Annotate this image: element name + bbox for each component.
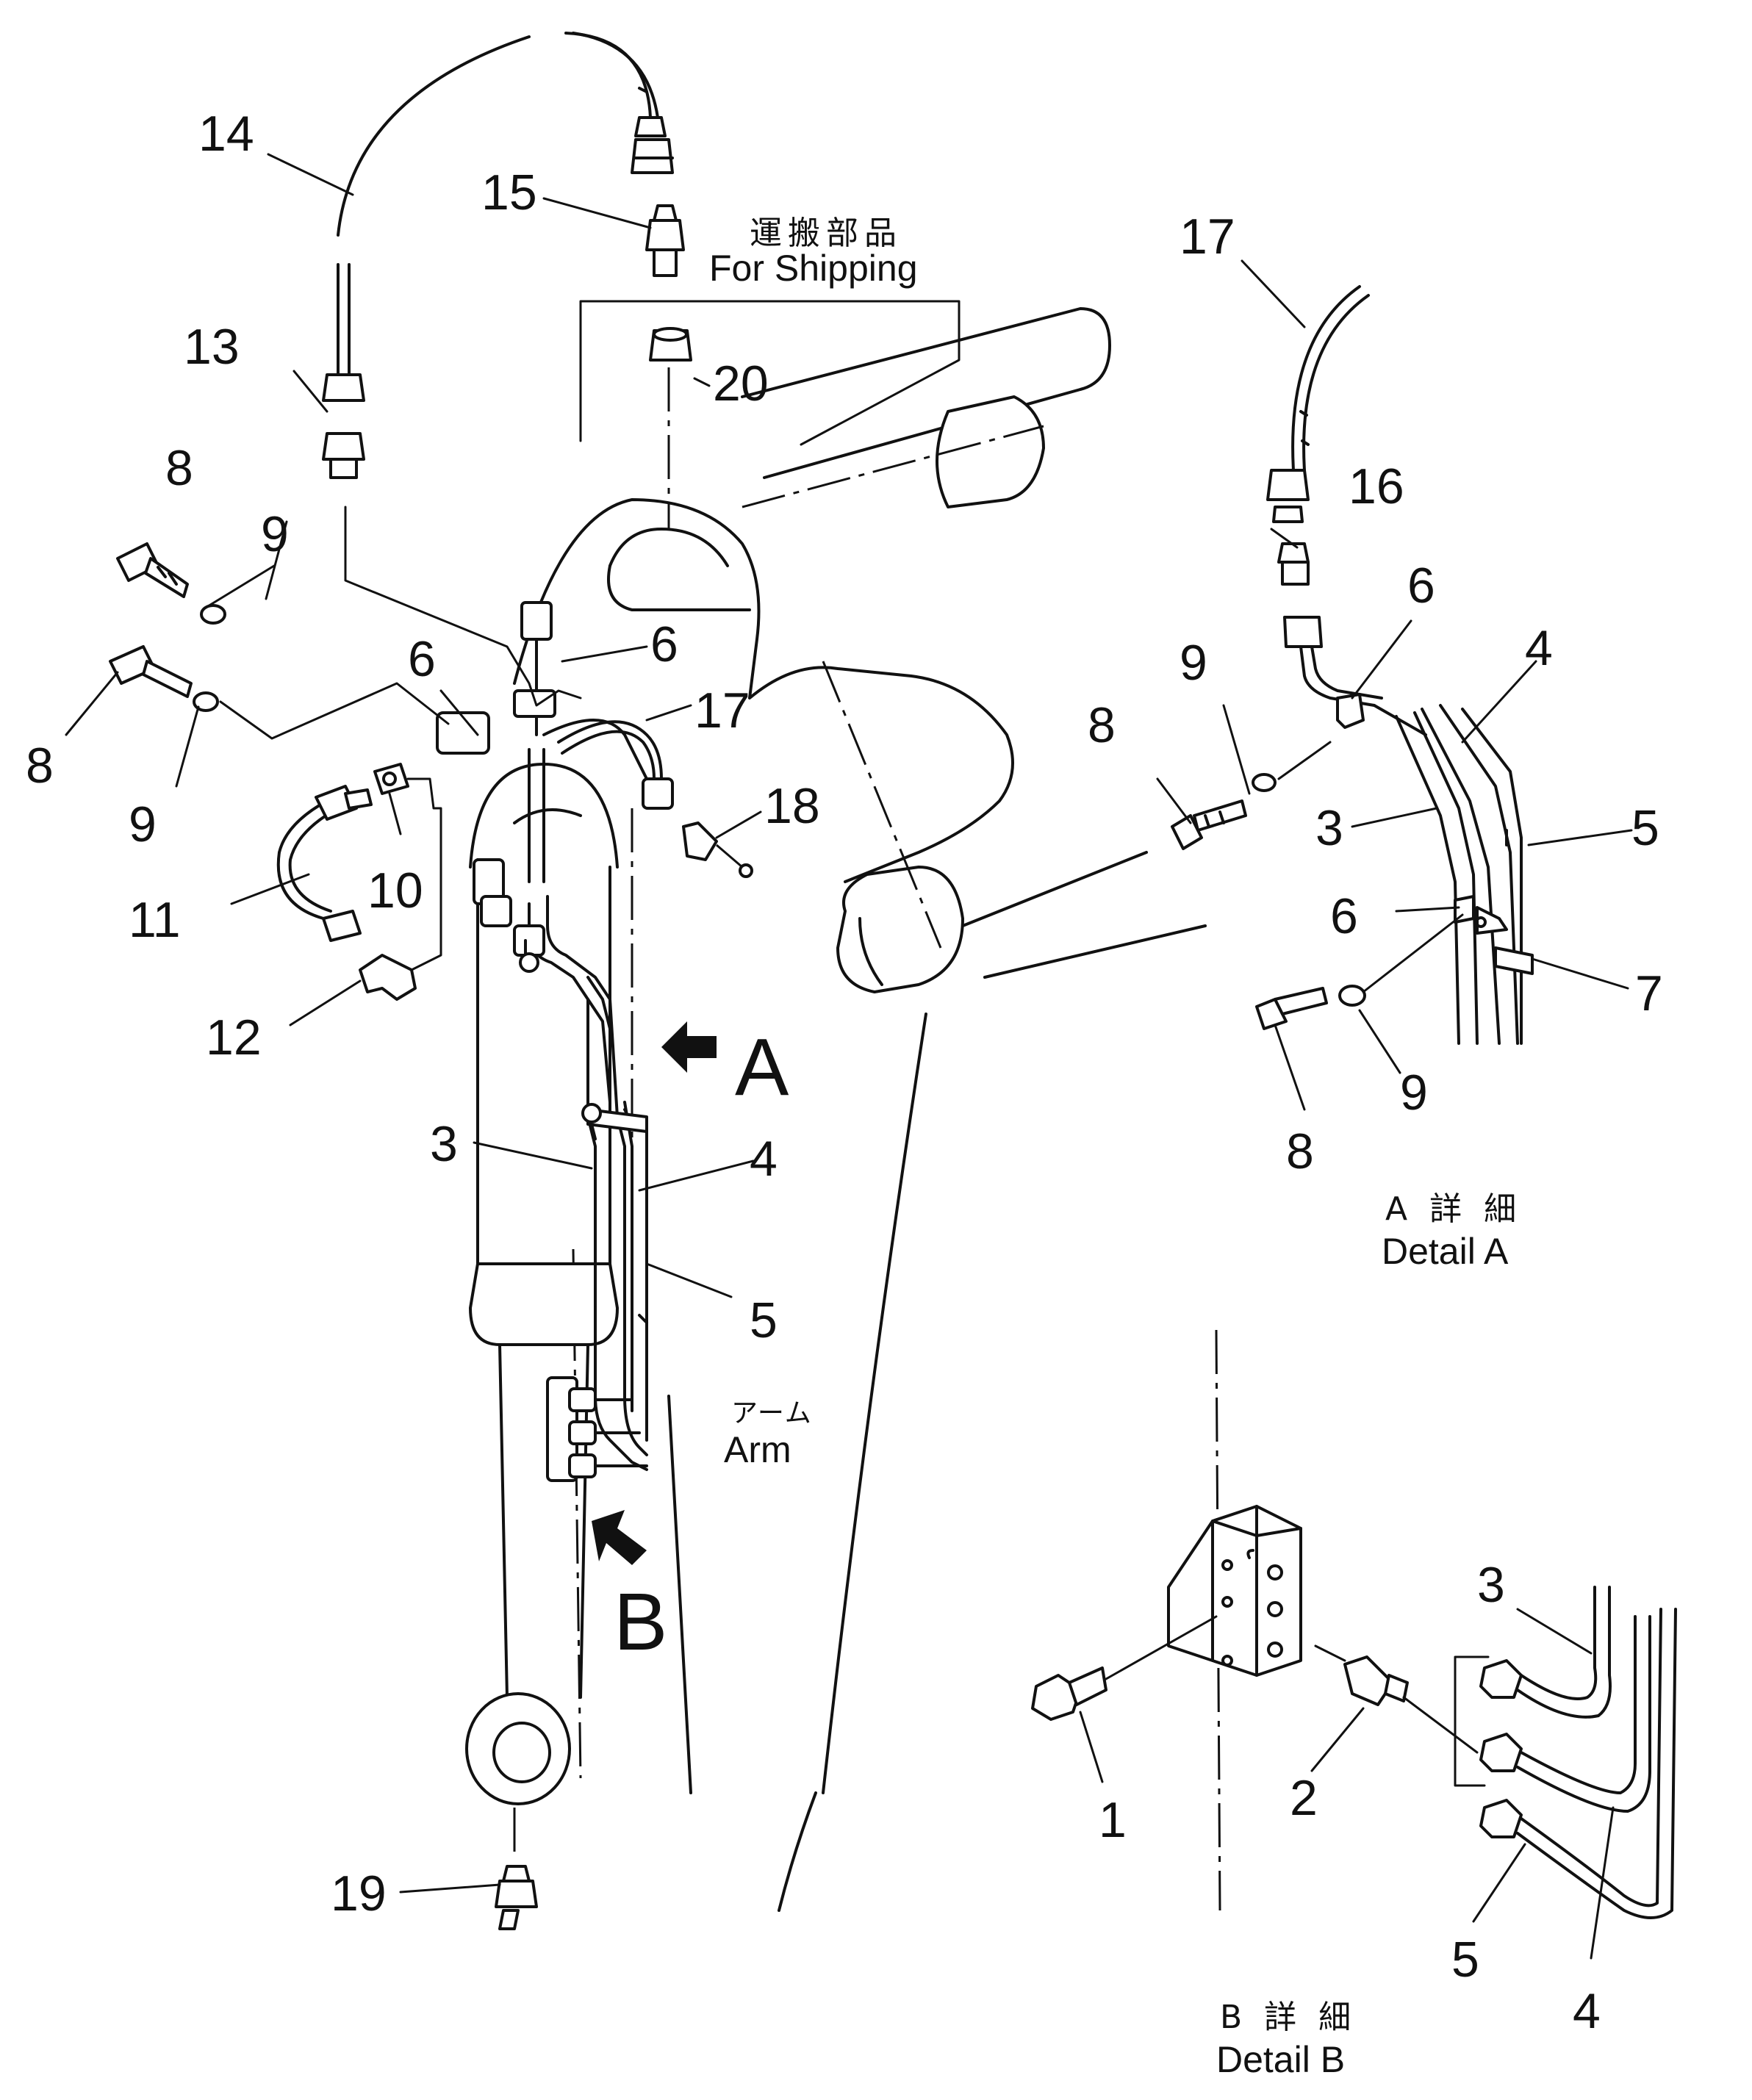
arm-structure: [465, 307, 1207, 1912]
detail-b-callout-1: 1: [1099, 1792, 1127, 1848]
detail-b-callout-3: 3: [1477, 1557, 1505, 1613]
callout-9-lower: 9: [129, 797, 157, 852]
detail-a-callout-16: 16: [1349, 459, 1404, 514]
callouts-main: 14 15 13 20 8 9 8 9 6 6 17 10 18 11 12 3…: [26, 106, 820, 1921]
detail-a-jp: A 詳 細: [1385, 1190, 1522, 1228]
part-20-nut: [649, 327, 692, 362]
detail-a-drawing: [1171, 285, 1534, 1045]
view-marker-b: B: [614, 1577, 667, 1667]
detail-a-callout-6-top: 6: [1407, 558, 1435, 614]
callout-8-lower: 8: [26, 738, 54, 794]
arm-label-jp: アーム: [731, 1398, 813, 1428]
callout-14: 14: [198, 106, 254, 162]
callout-9-upper: 9: [261, 506, 289, 562]
callout-6-left: 6: [408, 631, 436, 687]
part-11-hose: [276, 785, 373, 942]
callout-15: 15: [481, 165, 537, 220]
callout-10: 10: [367, 863, 423, 918]
detail-a-caption: A 詳 細 Detail A: [1382, 1190, 1522, 1272]
shipping-note-jp: 運搬部品: [750, 215, 902, 252]
shipping-note: 運搬部品 For Shipping: [709, 215, 918, 289]
callout-5: 5: [750, 1292, 778, 1348]
leaders-detail-a: [1156, 259, 1633, 1111]
callout-19: 19: [331, 1866, 387, 1921]
bolt-washer-set-upper: [116, 506, 582, 707]
detail-a-callout-8-top: 8: [1088, 697, 1116, 753]
view-marker-a: A: [735, 1022, 789, 1112]
callouts-detail-a: 17 16 6 9 4 8 3 5 6 7 9 8: [1088, 209, 1663, 1179]
detail-a-callout-17: 17: [1180, 209, 1235, 265]
callout-20: 20: [713, 356, 769, 411]
detail-a-callout-4: 4: [1525, 620, 1553, 676]
pipe-lines: [528, 719, 674, 1482]
view-arrow-a: [661, 1021, 717, 1073]
part-12-elbow: [359, 954, 417, 1001]
detail-a-callout-9-top: 9: [1180, 635, 1207, 691]
callouts-detail-b: 3 1 2 5 4: [1099, 1557, 1601, 2039]
detail-b-drawing: [1031, 1329, 1677, 1919]
callout-3: 3: [430, 1116, 458, 1172]
leaders-detail-b: [1079, 1608, 1615, 1960]
part-14-hose: [322, 32, 674, 402]
detail-a-callout-6-mid: 6: [1330, 888, 1358, 944]
callout-12: 12: [206, 1010, 262, 1065]
part-10-nut: [373, 763, 442, 971]
callout-8-upper: 8: [165, 440, 193, 496]
part-19-grease-fitting: [495, 1865, 538, 1930]
leaders-main: [65, 153, 762, 1894]
detail-a-callout-8-bottom: 8: [1286, 1123, 1314, 1179]
detail-a-callout-3: 3: [1315, 800, 1343, 856]
arm-fittings: [436, 601, 753, 973]
callout-18: 18: [764, 778, 820, 834]
detail-a-callout-7: 7: [1635, 966, 1663, 1021]
callout-4: 4: [750, 1131, 778, 1187]
arm-label-en: Arm: [724, 1429, 791, 1470]
detail-a-callout-9-bottom: 9: [1400, 1065, 1428, 1121]
shipping-bracket: [579, 300, 961, 446]
callout-17: 17: [694, 683, 750, 738]
detail-b-jp: B 詳 細: [1220, 1999, 1357, 2036]
callout-11: 11: [129, 892, 181, 948]
bolt-washer-set-lower: [109, 645, 450, 740]
detail-a-callout-5: 5: [1631, 800, 1659, 856]
detail-b-callout-2: 2: [1290, 1770, 1318, 1826]
callout-13: 13: [184, 319, 240, 375]
detail-a-en: Detail A: [1382, 1231, 1509, 1272]
arm-label: アーム Arm: [724, 1398, 813, 1470]
detail-b-caption: B 詳 細 Detail B: [1216, 1999, 1357, 2080]
part-15-adapter: [645, 204, 685, 277]
callout-6-right: 6: [650, 616, 678, 672]
view-arrow-b: [592, 1510, 647, 1565]
shipping-note-en: For Shipping: [709, 248, 918, 289]
detail-b-callout-5: 5: [1451, 1932, 1479, 1988]
detail-b-en: Detail B: [1216, 2039, 1345, 2080]
part-13-adapter: [322, 432, 365, 479]
detail-b-callout-4: 4: [1573, 1983, 1601, 2039]
